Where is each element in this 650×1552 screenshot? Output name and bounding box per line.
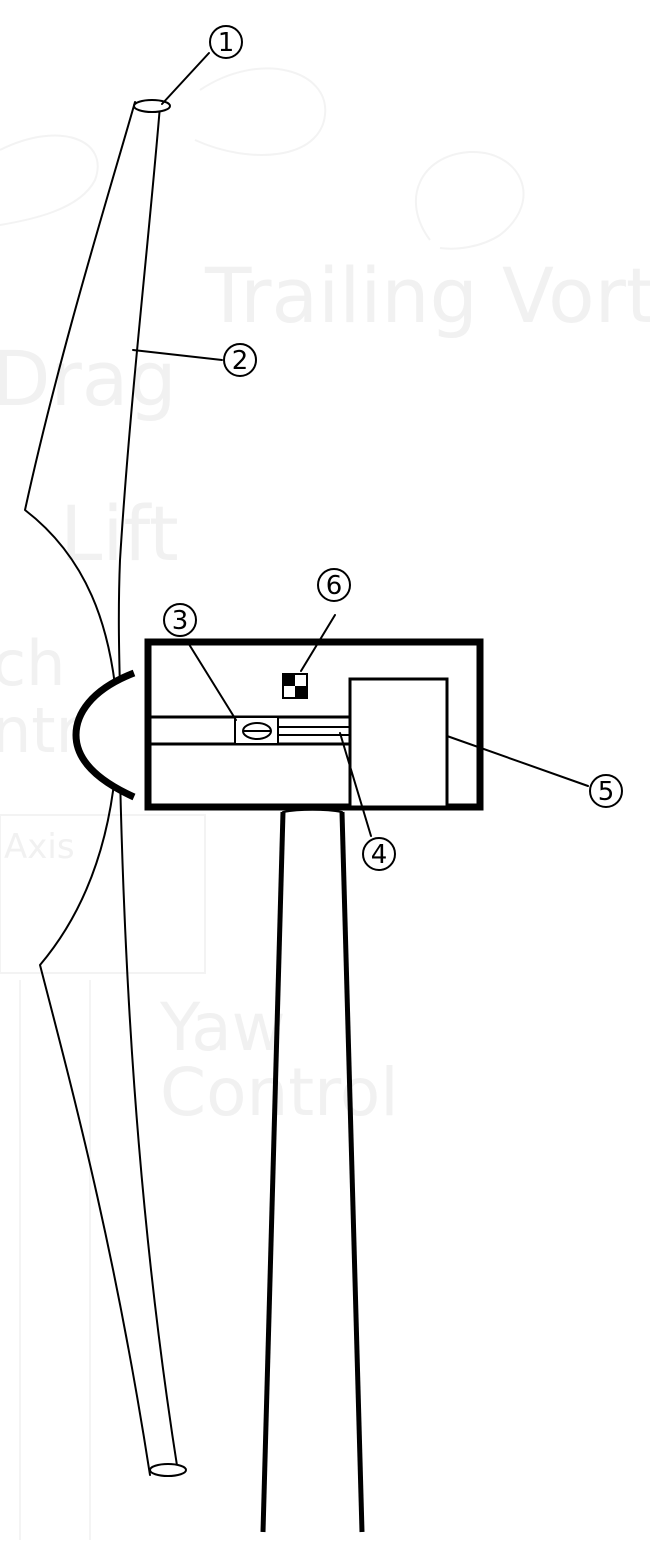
nacelle: [144, 638, 484, 811]
generator: [348, 677, 449, 809]
upper-blade-tip: [133, 99, 171, 113]
svg-text:1: 1: [218, 28, 235, 58]
lower-blade-tip: [149, 1463, 187, 1477]
ghost-text-trailing-vortices: Trailing Vortic: [204, 251, 650, 340]
lower-blade: [39, 774, 187, 1477]
upper-blade: [24, 99, 171, 691]
ghost-text-drag: Drag: [0, 334, 177, 423]
callout-4: 4: [362, 837, 396, 871]
callout-5: 5: [589, 774, 623, 808]
leader-lines: [132, 52, 589, 837]
tower: [260, 808, 365, 1533]
svg-text:3: 3: [172, 606, 189, 636]
sensor-marker-icon: [282, 673, 308, 699]
ghost-text-yaw-control: Control: [160, 1054, 399, 1131]
callout-3: 3: [163, 603, 197, 637]
callout-2: 2: [223, 343, 257, 377]
ghost-text-pitch: ch: [0, 627, 65, 700]
ghost-text-axis: Axis: [4, 827, 75, 867]
callouts: 1 2 3 6 4 5: [163, 25, 623, 871]
ghost-text-yaw: Yaw: [159, 989, 286, 1066]
callout-1: 1: [209, 25, 243, 59]
svg-text:5: 5: [598, 777, 615, 807]
svg-text:6: 6: [326, 571, 343, 601]
callout-6: 6: [317, 568, 351, 602]
hub-spinner: [72, 669, 136, 801]
svg-text:4: 4: [371, 840, 388, 870]
svg-text:2: 2: [232, 346, 249, 376]
